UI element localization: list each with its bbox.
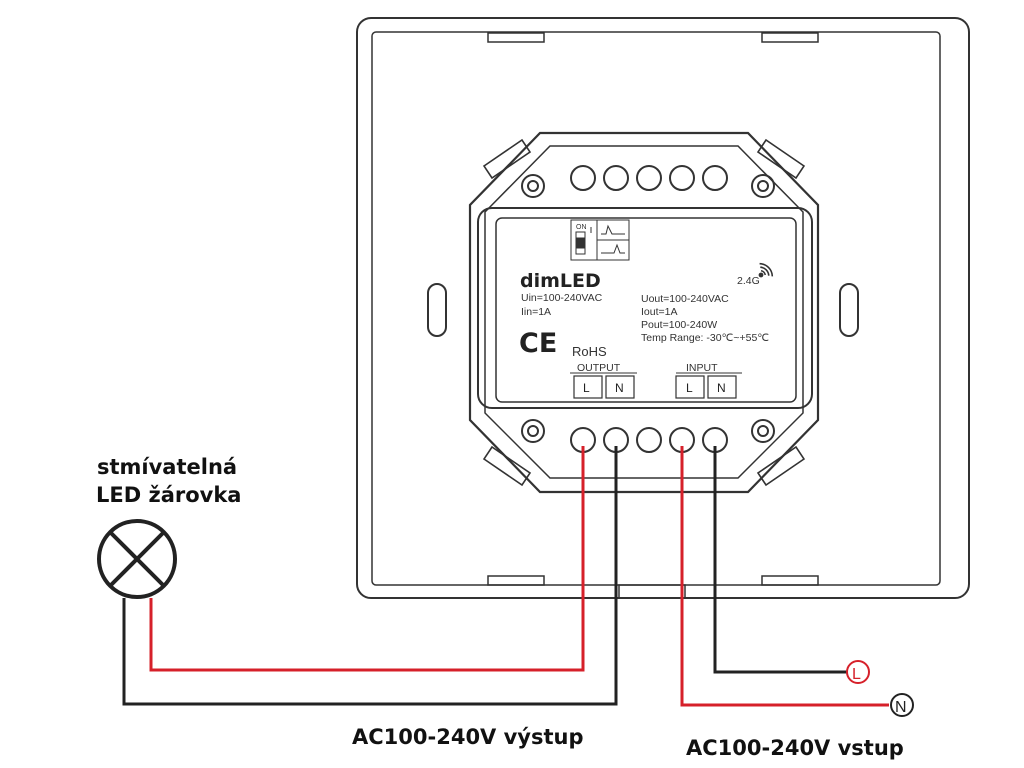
mains-n-marker: N bbox=[890, 693, 914, 717]
pout-spec: Pout=100-240W bbox=[641, 319, 717, 331]
wires bbox=[122, 446, 889, 707]
uin-spec: Uin=100-240VAC bbox=[521, 292, 603, 304]
lamp-icon bbox=[97, 519, 177, 599]
input-terminal-l: L bbox=[686, 381, 693, 395]
output-terminal-l: L bbox=[583, 381, 590, 395]
bottom-terminal-holes bbox=[570, 427, 728, 453]
ce-mark: CE bbox=[519, 328, 557, 359]
switch-on-label: ON bbox=[576, 224, 587, 231]
output-caption: AC100-240V výstup bbox=[352, 725, 584, 749]
lamp-label-line1: stmívatelná bbox=[97, 455, 237, 479]
temp-range-spec: Temp Range: -30℃~+55℃ bbox=[641, 332, 769, 344]
wire-output-line bbox=[149, 446, 585, 672]
mains-l-label: L bbox=[852, 666, 861, 683]
dip-switch bbox=[570, 219, 630, 261]
uout-spec: Uout=100-240VAC bbox=[641, 293, 729, 305]
output-terminal-boxes bbox=[573, 375, 635, 399]
wall-plate bbox=[356, 17, 970, 599]
output-terminal-n: N bbox=[615, 381, 624, 395]
top-terminal-holes bbox=[570, 165, 728, 191]
iin-spec: Iin=1A bbox=[521, 306, 551, 318]
wire-input-neutral bbox=[713, 446, 847, 674]
iout-spec: Iout=1A bbox=[641, 306, 678, 318]
input-label: INPUT bbox=[686, 362, 718, 374]
wireless-icon bbox=[758, 262, 774, 278]
dimmer-module bbox=[468, 131, 820, 494]
mains-n-label: N bbox=[895, 699, 907, 716]
mains-l-marker: L bbox=[846, 660, 870, 684]
wire-input-line bbox=[680, 446, 889, 707]
input-caption: AC100-240V vstup bbox=[686, 736, 904, 760]
wire-output-neutral bbox=[122, 446, 618, 706]
wireless-label: 2.4G bbox=[737, 275, 760, 287]
brand-name: dimLED bbox=[520, 270, 601, 292]
lamp-label-line2: LED žárovka bbox=[96, 483, 241, 507]
rohs-mark: RoHS bbox=[572, 344, 607, 359]
input-terminal-boxes bbox=[675, 375, 737, 399]
output-label: OUTPUT bbox=[577, 362, 621, 374]
input-terminal-n: N bbox=[717, 381, 726, 395]
